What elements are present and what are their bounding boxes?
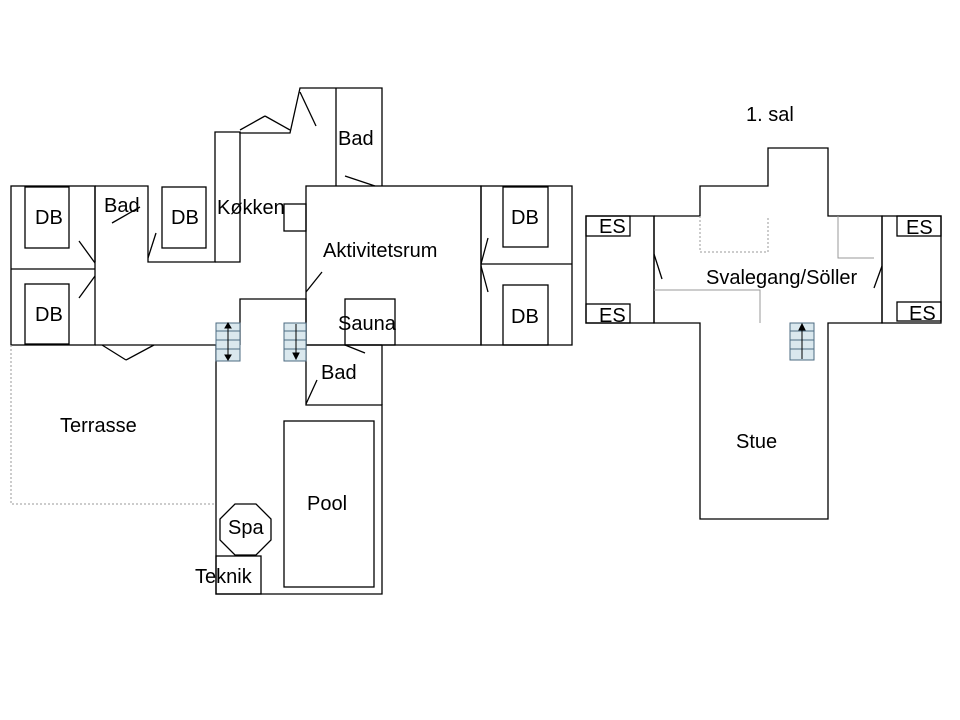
stair-arrow-head: [292, 352, 300, 361]
door-swing: [111, 206, 141, 224]
label-es-bottom-right: ES: [909, 303, 936, 325]
svalegang-walkway: [654, 289, 761, 323]
upper-floor-title: 1. sal: [746, 104, 794, 126]
stair-arrow-head: [224, 354, 232, 361]
door-swing: [125, 344, 155, 361]
label-db-top-right: DB: [511, 207, 539, 229]
door-swing: [264, 115, 291, 131]
door-swing: [101, 344, 127, 361]
stair-upper: [789, 322, 815, 361]
db-top-right-bed: [502, 186, 549, 248]
upper-void-left: [699, 216, 769, 253]
label-svalegang: Svalegang/Söller: [706, 267, 858, 289]
label-terrasse: Terrasse: [60, 415, 137, 437]
label-es-top-left: ES: [599, 216, 626, 238]
db-top-middle-bed: [161, 186, 207, 249]
door-swing: [147, 232, 157, 259]
spa-octagon: [219, 503, 272, 556]
stair-middle-box: [283, 322, 307, 362]
label-es-bottom-left: ES: [599, 305, 626, 327]
door-swing: [480, 265, 489, 293]
terrasse-outline: [10, 345, 216, 505]
left-wing-wall: [10, 185, 96, 346]
db-bottom-right-bed: [502, 284, 549, 346]
label-stue: Stue: [736, 431, 777, 453]
door-swing: [78, 275, 96, 299]
db-bottom-left-bed: [24, 283, 70, 345]
label-kokken: Køkken: [217, 197, 285, 219]
stairs: [215, 322, 815, 362]
label-bad-top: Bad: [338, 128, 374, 150]
door-swing: [239, 115, 266, 131]
stair-left: [215, 322, 241, 362]
label-spa: Spa: [228, 517, 264, 539]
room-labels: DB Bad DB Køkken Bad Aktivitetsrum DB DB…: [35, 104, 936, 588]
upper-void-right: [837, 216, 874, 259]
door-swing: [344, 175, 376, 187]
es-bottom-left-box: [585, 303, 631, 324]
label-pool: Pool: [307, 493, 347, 515]
label-db-top-left: DB: [35, 207, 63, 229]
door-swing: [305, 379, 318, 405]
stair-arrow-head: [224, 322, 232, 329]
door-swing: [873, 265, 883, 289]
door-swing: [653, 253, 663, 280]
door-swing: [305, 271, 323, 293]
hall-wall: [95, 185, 216, 263]
label-teknik: Teknik: [195, 566, 253, 588]
stair-arrow-head: [798, 322, 806, 331]
label-sauna: Sauna: [338, 313, 397, 335]
label-aktivitetsrum: Aktivitetsrum: [323, 240, 437, 262]
teknik-room: [215, 555, 262, 595]
plan-walls: [10, 87, 942, 595]
label-bad-left: Bad: [104, 195, 140, 217]
stair-middle: [283, 322, 307, 362]
label-db-top-middle: DB: [171, 207, 199, 229]
es-top-right-box: [896, 215, 942, 237]
dashed-lines: [10, 216, 874, 505]
door-swing: [299, 91, 317, 127]
pool-basin: [283, 420, 375, 588]
door-swing: [480, 237, 489, 265]
kokken-counter: [283, 203, 307, 232]
es-top-left-box: [585, 215, 631, 237]
label-db-bottom-left: DB: [35, 304, 63, 326]
es-bottom-right-box: [896, 301, 942, 322]
upper-floor-outline: [653, 147, 883, 520]
label-bad-bottom: Bad: [321, 362, 357, 384]
kokken-upper-wall: [239, 87, 383, 186]
label-es-top-right: ES: [906, 217, 933, 239]
door-swing: [78, 240, 96, 264]
label-db-bottom-right: DB: [511, 306, 539, 328]
door-swing: [344, 344, 366, 354]
db-top-left-bed: [24, 186, 70, 249]
